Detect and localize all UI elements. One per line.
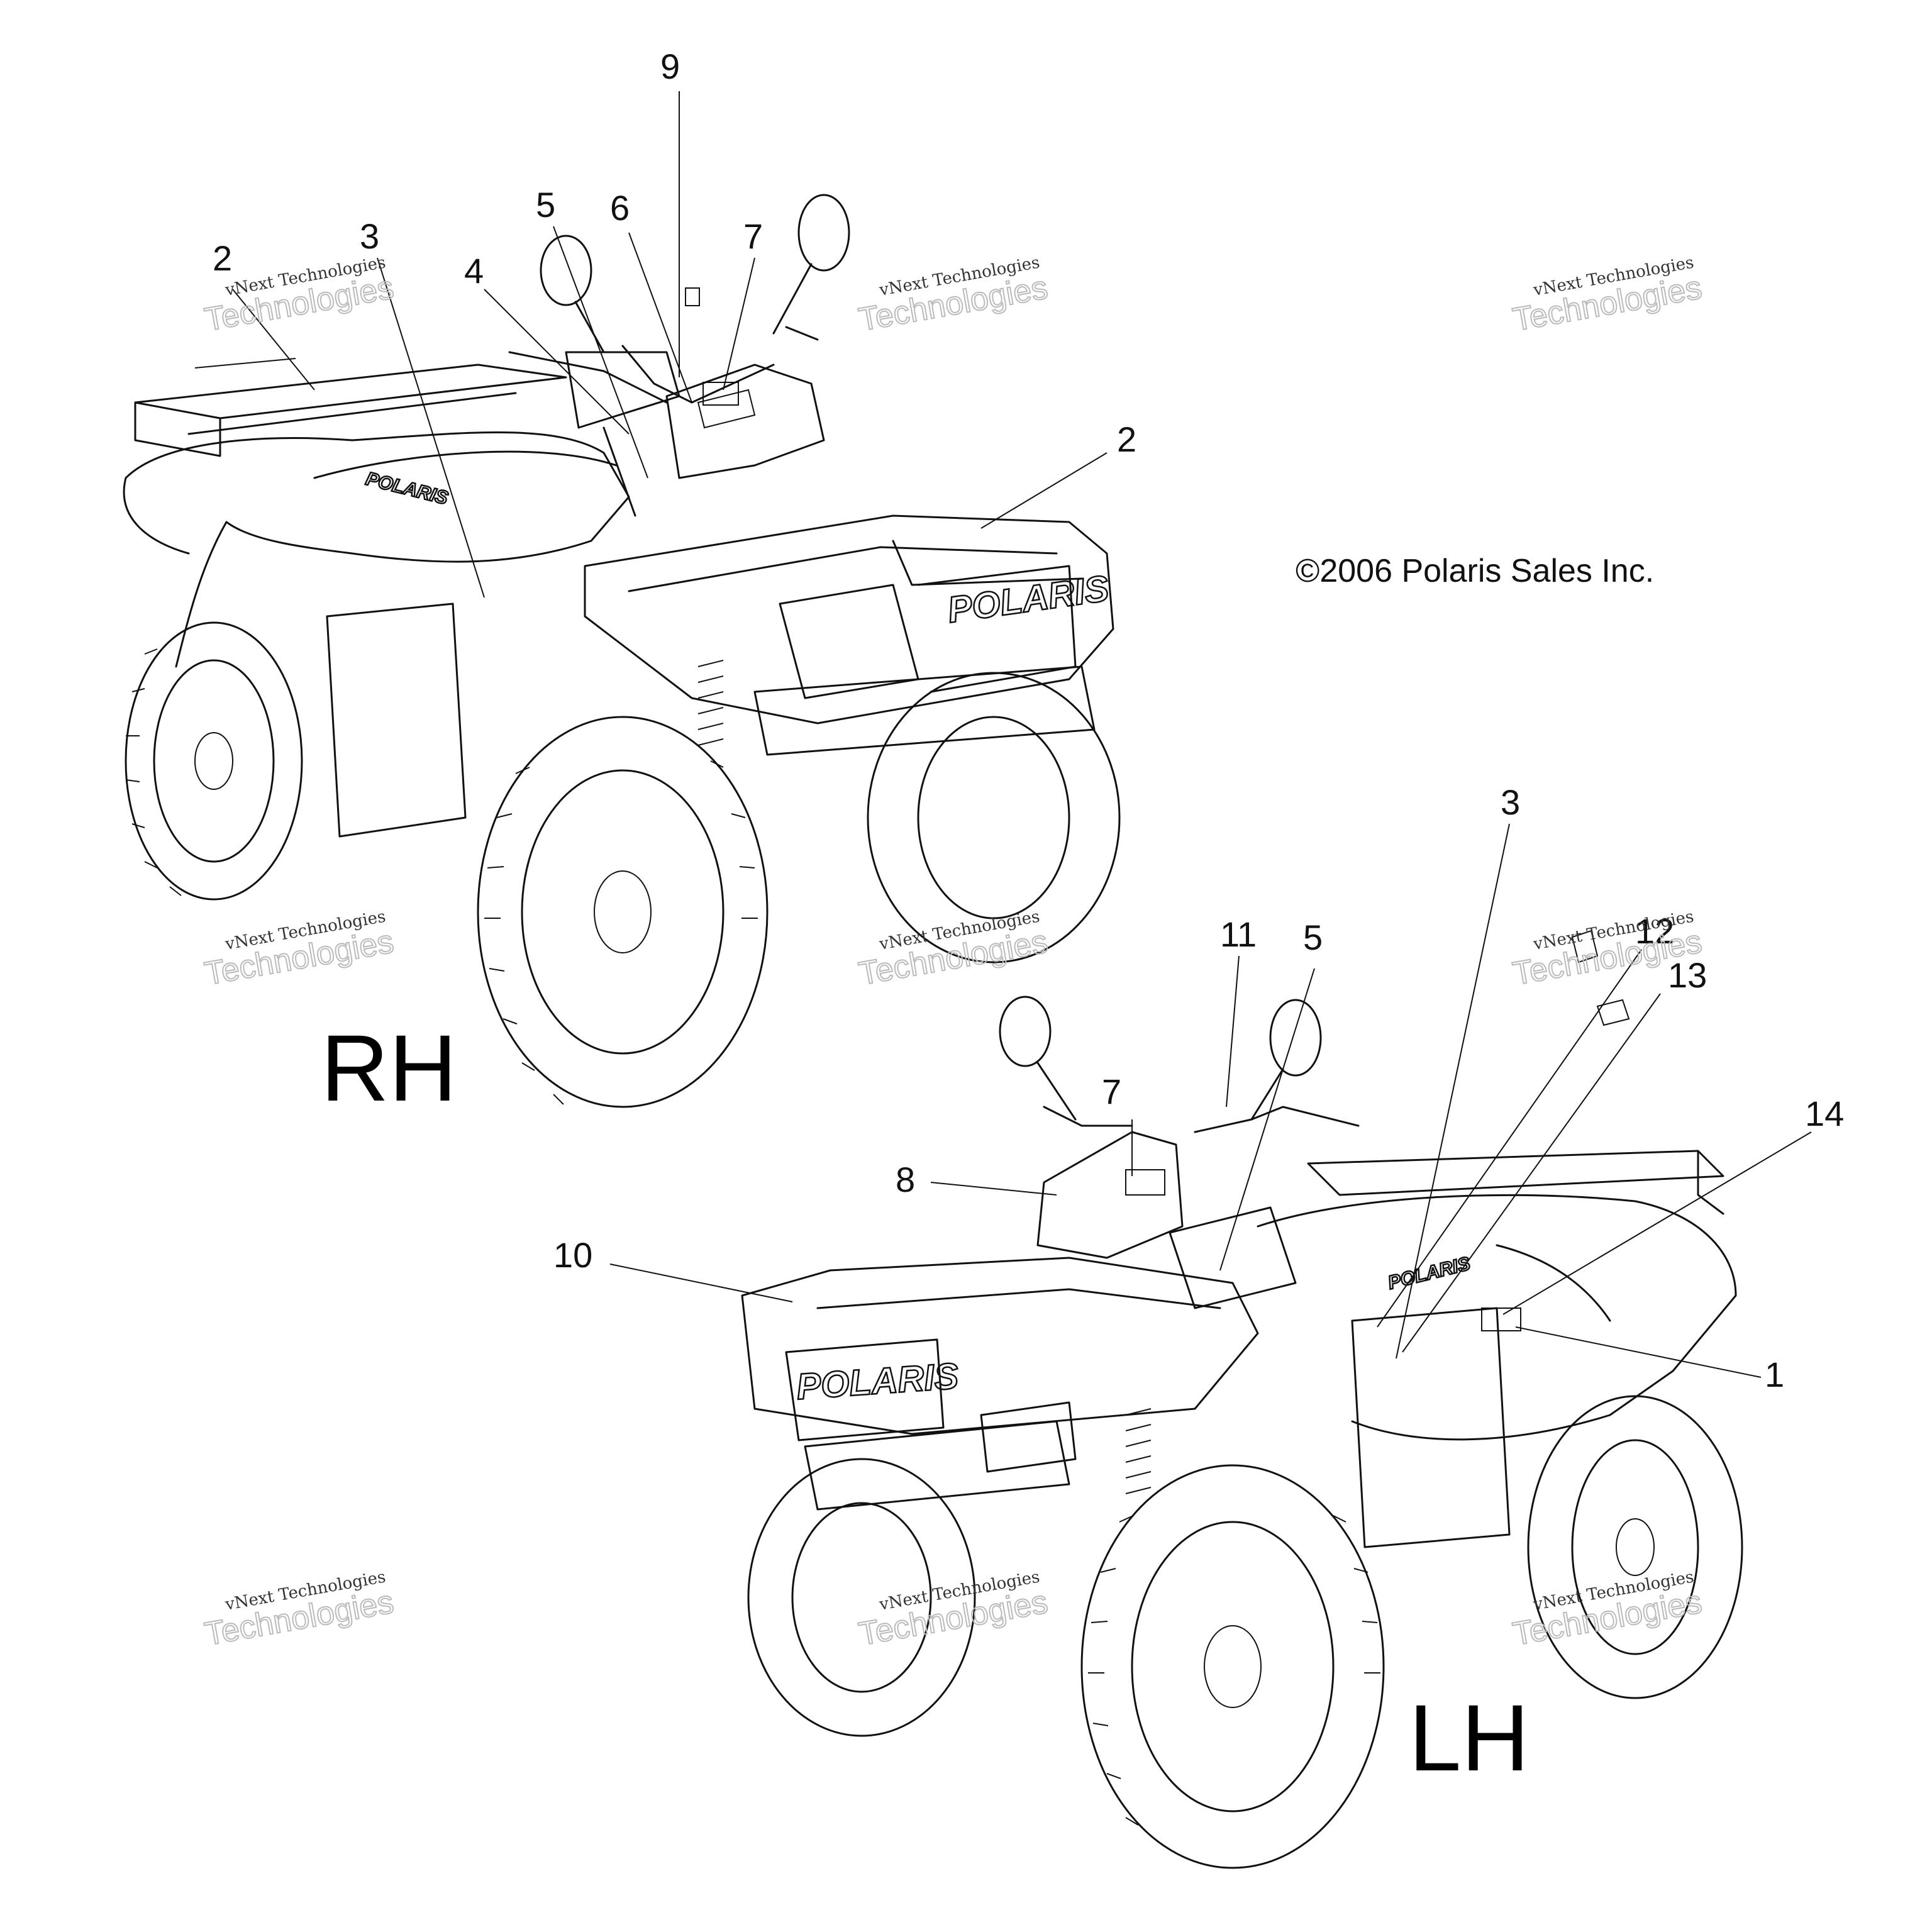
callout-lh-1: 1 (1765, 1355, 1784, 1394)
callout-rh-4: 4 (464, 251, 484, 291)
callout-rh-5: 5 (536, 185, 555, 225)
rh-decal-2-rear (194, 358, 296, 369)
callout-rh-2-rear: 2 (213, 238, 232, 278)
callout-rh-6: 6 (610, 188, 630, 228)
callout-lh-12: 12 (1635, 911, 1674, 951)
lh-decal-13 (1596, 999, 1630, 1026)
callout-lh-13: 13 (1668, 955, 1707, 995)
callout-lh-14: 14 (1805, 1094, 1844, 1133)
callout-lh-8: 8 (896, 1160, 915, 1199)
rh-side-logo: POLARIS (364, 469, 450, 509)
callout-lh-10: 10 (553, 1235, 592, 1275)
callout-rh-9: 9 (660, 47, 680, 86)
atv-left-hand-view: POLARIS POLARIS (741, 930, 1743, 1869)
callout-rh-7: 7 (743, 216, 763, 256)
callout-lh-7: 7 (1102, 1072, 1121, 1111)
view-label-rh: RH (321, 1015, 457, 1121)
lh-decal-1 (1481, 1307, 1521, 1331)
view-label-lh: LH (1409, 1685, 1530, 1790)
callouts-rh: 2 3 4 5 6 9 7 2 (213, 47, 1136, 459)
lh-decal-7 (1125, 1169, 1165, 1196)
rh-front-logo: POLARIS (945, 568, 1112, 631)
callout-rh-2-front: 2 (1117, 419, 1136, 459)
lh-front-logo: POLARIS (795, 1355, 960, 1407)
copyright-notice: ©2006 Polaris Sales Inc. (1296, 553, 1654, 589)
callout-lh-11: 11 (1220, 914, 1257, 954)
leader-lines (232, 91, 1812, 1378)
callout-lh-5: 5 (1303, 918, 1323, 957)
callout-rh-3: 3 (360, 216, 379, 256)
rh-decal-7 (702, 382, 739, 406)
rh-decal-9 (685, 287, 700, 306)
callout-lh-3: 3 (1501, 782, 1520, 822)
callouts-lh: 3 11 5 12 13 7 14 8 10 1 (553, 782, 1844, 1394)
lh-decal-12 (1571, 930, 1599, 963)
